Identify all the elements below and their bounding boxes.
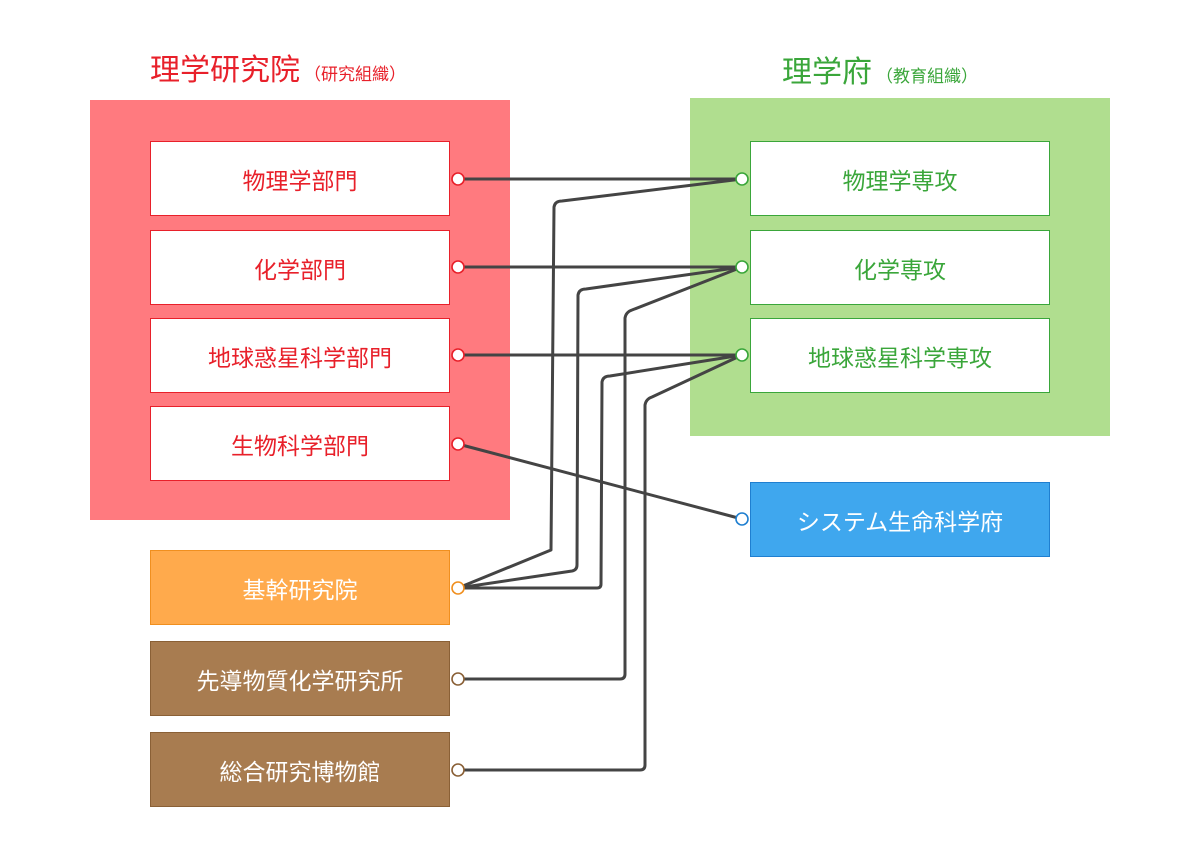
connector-kikan-earth — [456, 353, 744, 590]
department-earth-planetary-label: 地球惑星科学部門 — [208, 345, 392, 372]
institute-museum: 総合研究博物館 — [150, 732, 450, 807]
major-earth-planetary: 地球惑星科学専攻 — [750, 318, 1050, 393]
department-physics: 物理学部門 — [150, 141, 450, 216]
endpoint-department-earth — [451, 348, 465, 362]
research-organization-subtitle: （研究組織） — [304, 65, 406, 85]
systems-life-sciences-box: システム生命科学府 — [750, 482, 1050, 557]
endpoint-kikan — [451, 581, 465, 595]
department-chemistry: 化学部門 — [150, 230, 450, 305]
endpoint-department-chemistry — [451, 260, 465, 274]
department-biology-label: 生物科学部門 — [231, 433, 369, 460]
institute-museum-label: 総合研究博物館 — [219, 759, 381, 786]
education-organization-subtitle: （教育組織） — [876, 67, 978, 87]
connector-biology-systems — [456, 442, 744, 521]
institute-materials-chemistry: 先導物質化学研究所 — [150, 641, 450, 716]
endpoint-major-physics — [735, 172, 749, 186]
endpoint-materials-chemistry — [451, 672, 465, 686]
department-physics-label: 物理学部門 — [242, 168, 358, 195]
education-organization-title: 理学府（教育組織） — [782, 58, 978, 88]
major-chemistry-label: 化学専攻 — [854, 257, 946, 284]
major-chemistry: 化学専攻 — [750, 230, 1050, 305]
endpoint-systems-life — [735, 512, 749, 526]
institute-materials-chemistry-label: 先導物質化学研究所 — [196, 668, 404, 695]
connector-museum-earth — [456, 353, 744, 772]
connector-kikan-chemistry — [456, 265, 744, 590]
research-organization-title: 理学研究院（研究組織） — [150, 56, 406, 86]
connector-materials-chemistry — [456, 265, 744, 681]
endpoint-museum — [451, 763, 465, 777]
major-physics-label: 物理学専攻 — [842, 168, 958, 195]
major-physics: 物理学専攻 — [750, 141, 1050, 216]
department-earth-planetary: 地球惑星科学部門 — [150, 318, 450, 393]
department-chemistry-label: 化学部門 — [254, 257, 346, 284]
connector-kikan-physics — [456, 177, 744, 590]
institute-kikan-label: 基幹研究院 — [242, 577, 358, 604]
institute-kikan: 基幹研究院 — [150, 550, 450, 625]
department-biology: 生物科学部門 — [150, 406, 450, 481]
systems-life-sciences-label: システム生命科学府 — [796, 509, 1004, 536]
endpoint-department-physics — [451, 172, 465, 186]
endpoint-major-chemistry — [735, 260, 749, 274]
education-organization-name: 理学府 — [782, 55, 872, 90]
research-organization-name: 理学研究院 — [150, 53, 300, 88]
major-earth-planetary-label: 地球惑星科学専攻 — [808, 345, 992, 372]
endpoint-major-earth — [735, 348, 749, 362]
endpoint-department-biology — [451, 437, 465, 451]
